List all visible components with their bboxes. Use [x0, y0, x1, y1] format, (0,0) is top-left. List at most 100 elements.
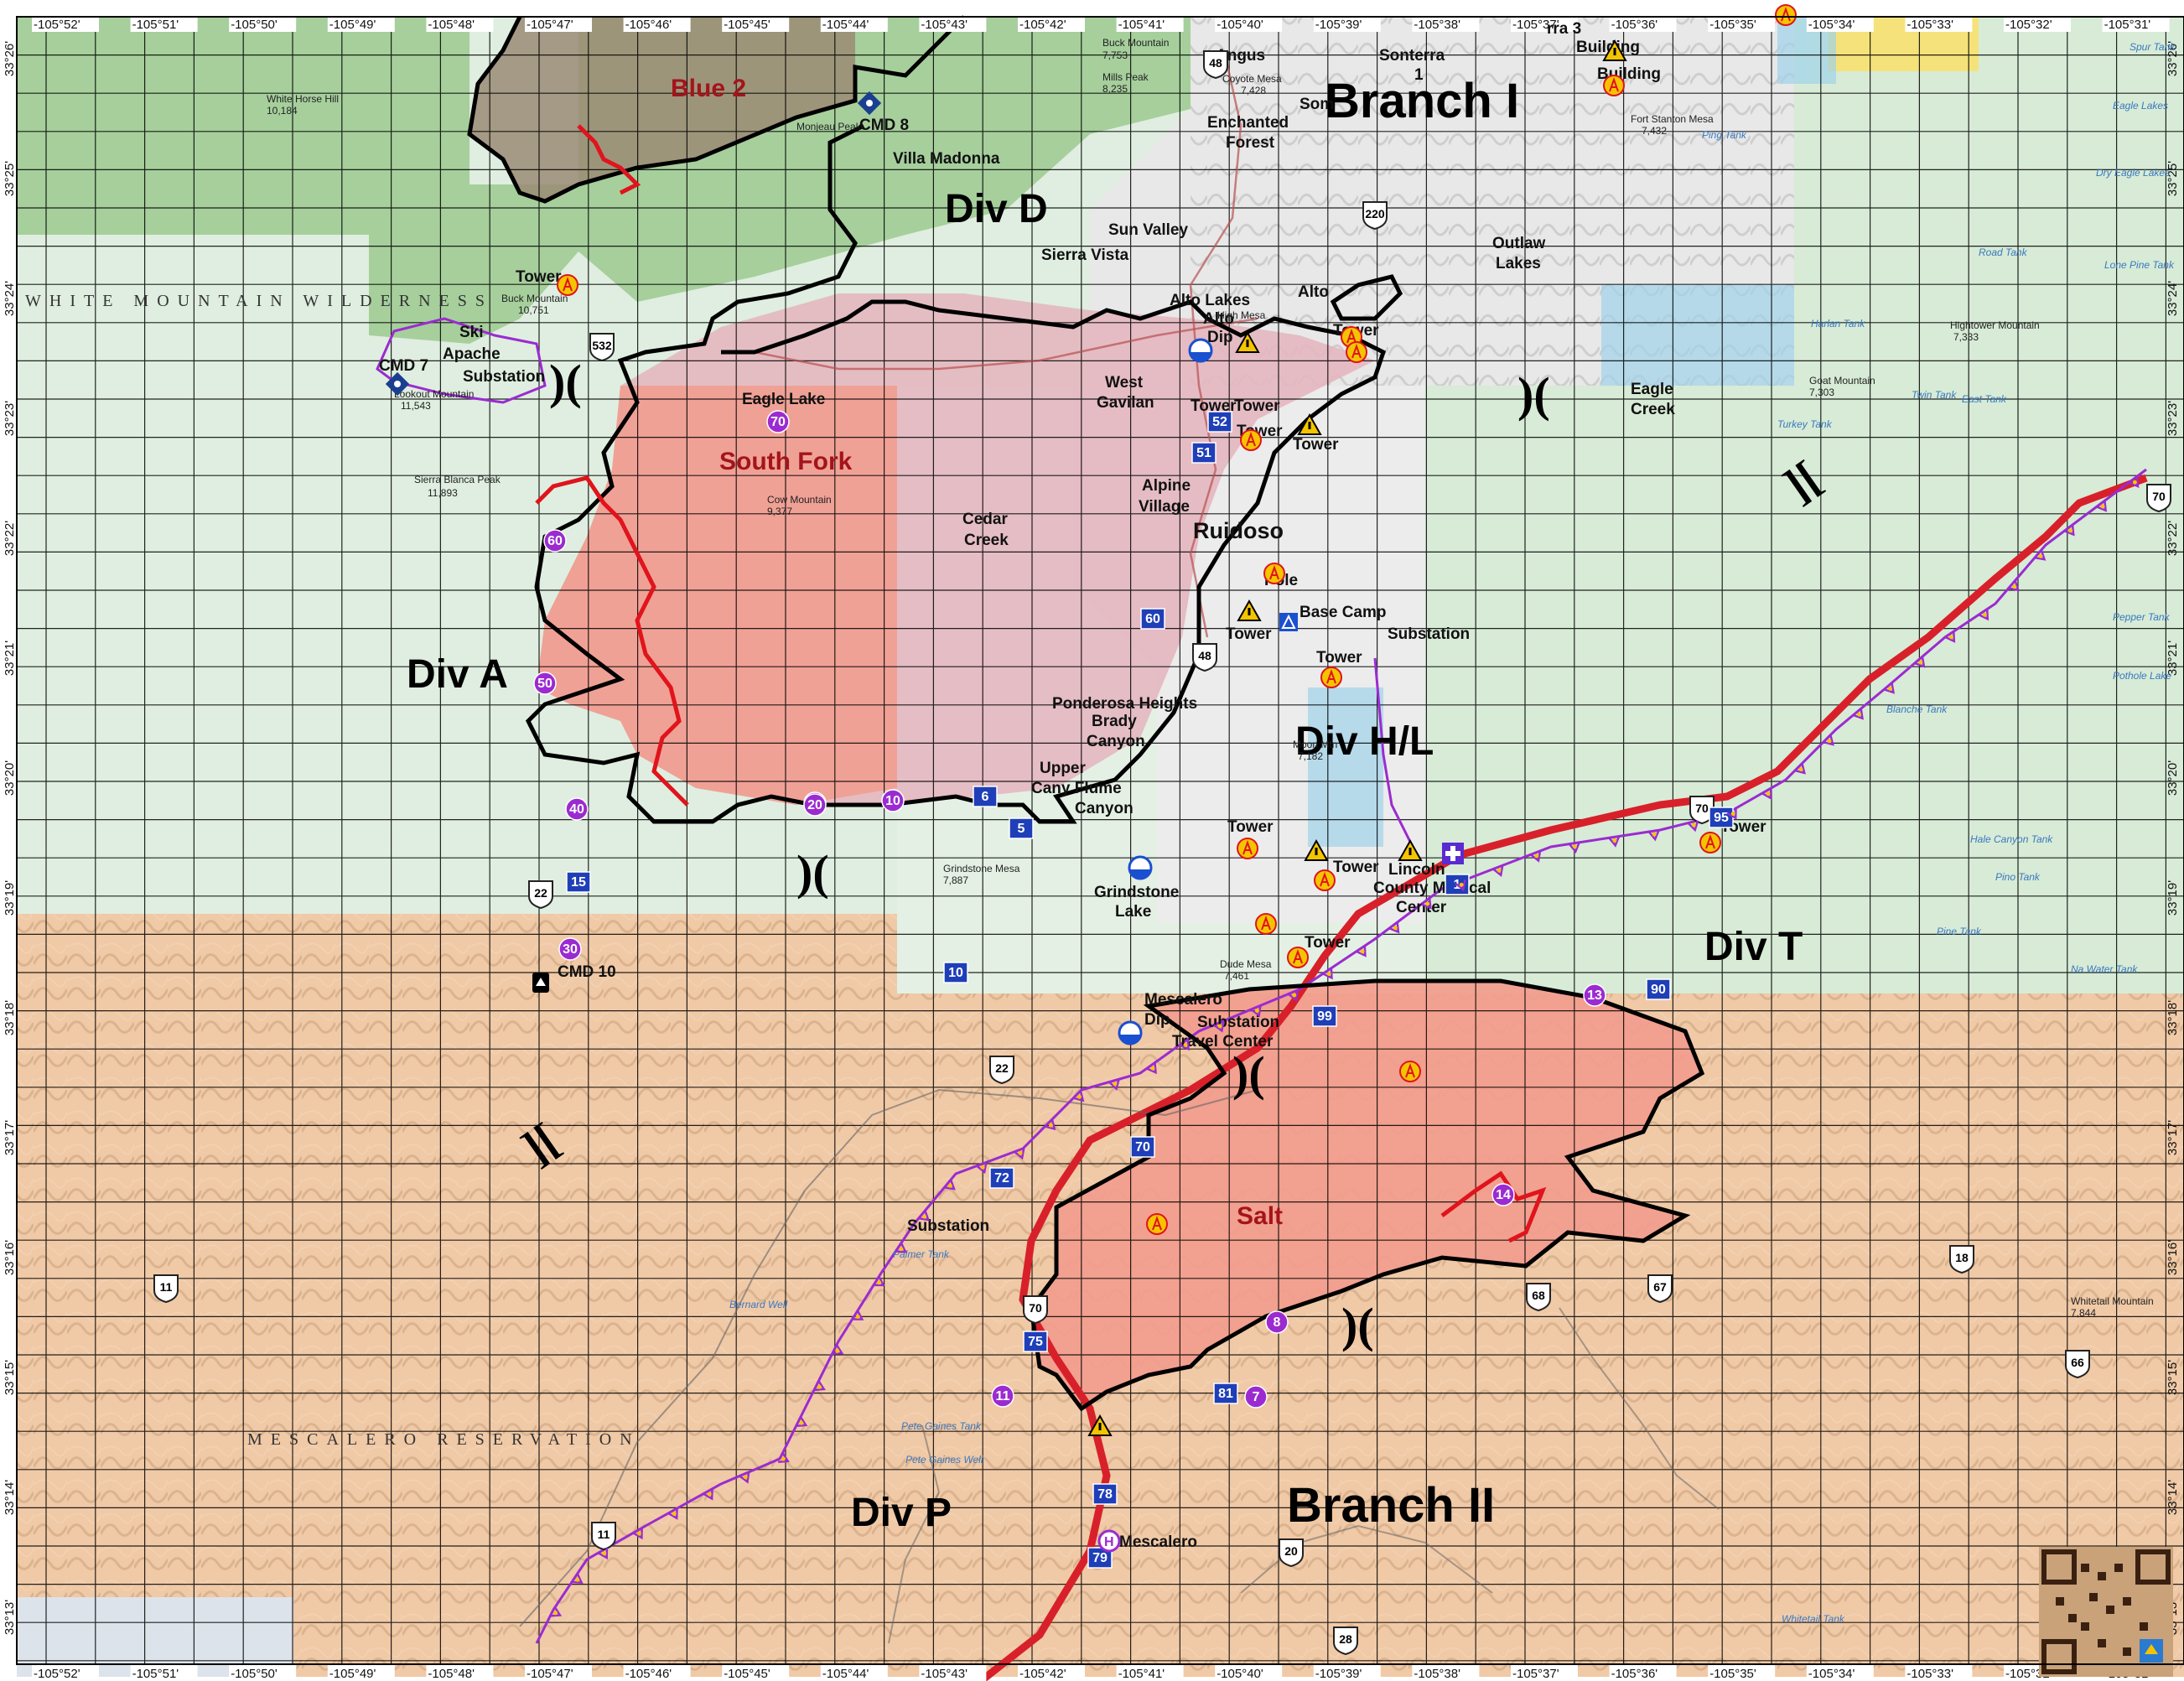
coord-top: -105°35' — [1709, 18, 1756, 32]
drop-point-circle — [881, 789, 905, 812]
place-mescalero: Mescalero — [1119, 1533, 1197, 1551]
contingency-markers: )( )( )( )( )( — [549, 355, 1550, 1352]
powerline-chevron — [2063, 524, 2075, 537]
powerline-dot — [877, 1280, 882, 1285]
route-shield-number: 70 — [2152, 490, 2166, 503]
coord-top: -105°48' — [428, 18, 475, 32]
route-shield-number: 11 — [160, 1280, 173, 1294]
medical-icon — [1442, 843, 1464, 864]
drop-point-box — [1646, 978, 1671, 1000]
coord-right: 33°24' — [2166, 281, 2180, 316]
coord-top: -105°44' — [822, 18, 869, 32]
hazard-icons — [557, 4, 1797, 1436]
drop-point-number: 5 — [1018, 822, 1025, 836]
water-label: Blanche Tank — [1886, 703, 1948, 715]
powerline-dot — [1048, 1123, 1053, 1128]
place-alto-dip: Alto — [1203, 310, 1234, 328]
place-tower-buck: Tower — [516, 268, 562, 286]
coord-bg — [1412, 17, 1480, 32]
peak-goat-mtn-el: 7,303 — [1809, 387, 1834, 398]
coord-bg — [229, 17, 297, 32]
powerline-tick — [571, 1573, 584, 1584]
peak-hightower: Hightower Mountain — [1950, 319, 2040, 331]
place-flume-canyon: Canyon — [1075, 800, 1134, 817]
powerline-ski-apache — [376, 317, 547, 404]
coord-bg — [426, 17, 494, 32]
coord-bg — [1116, 17, 1184, 32]
place-forest: Forest — [1226, 134, 1275, 152]
place-cedar-creek: Creek — [964, 532, 1009, 549]
peak-buck-mtn-2-el: 7,753 — [1102, 49, 1128, 61]
peak-lookout: Lookout Mountain — [394, 388, 474, 400]
powerline-chevron — [571, 1573, 584, 1584]
powerline-dot — [980, 1165, 985, 1170]
place-gavilan: Gavilan — [1097, 394, 1154, 412]
place-cmd8: CMD 8 — [859, 117, 909, 134]
powerline-tick — [1794, 763, 1806, 775]
peak-sierra-blanca-el: 11,893 — [428, 487, 458, 499]
place-tower-gavilan-2: Tower — [1234, 397, 1280, 415]
powerline-tick — [1455, 879, 1466, 892]
top-coordinate-labels: -105°52'-105°51'-105°50'-105°49'-105°48'… — [32, 17, 2170, 32]
powerline-tick — [1883, 682, 1895, 694]
drop-point-circle — [1265, 1310, 1289, 1334]
route-shield-number: 48 — [1198, 649, 1211, 662]
place-tower-gavilan-1: Tower — [1191, 397, 1237, 415]
powerline-chevron — [1914, 656, 1926, 668]
place-grindstone: Grindstone — [1094, 884, 1179, 901]
drop-point-number: 13 — [1587, 988, 1602, 1003]
hazard-icon — [1240, 429, 1262, 451]
local-road-2 — [1189, 49, 1242, 638]
coord-bottom: -105°37' — [1512, 1667, 1559, 1681]
powerline-tick — [739, 1471, 750, 1484]
powerline-chevron — [1014, 1148, 1025, 1160]
powerline-dot — [922, 1214, 927, 1219]
bottom-coordinate-labels: -105°52'-105°51'-105°50'-105°49'-105°48'… — [32, 1664, 2170, 1681]
powerline-tick — [1322, 968, 1333, 980]
wilderness-label: WHITE MOUNTAIN WILDERNESS — [25, 292, 493, 310]
powerline-tick — [667, 1508, 678, 1520]
powerline-tick — [1853, 708, 1865, 720]
coordinate-grid — [17, 16, 2184, 1664]
drop-point-number: 78 — [1097, 1487, 1113, 1502]
coord-bg — [1511, 1664, 1578, 1681]
drop-point-number: 79 — [1092, 1551, 1108, 1565]
coord-bottom: -105°44' — [822, 1667, 869, 1681]
coord-bottom: -105°40' — [1217, 1667, 1263, 1681]
powerline-dot — [636, 1531, 641, 1536]
division-label-div-a: Div A — [407, 652, 508, 697]
drop-point-number: 60 — [1145, 612, 1160, 626]
powerline-tick — [1388, 921, 1400, 934]
hazard-icon — [1287, 947, 1309, 968]
coord-bg — [1806, 1664, 1874, 1681]
powerline-chevron — [1647, 829, 1660, 842]
powerline-dot — [835, 1348, 840, 1353]
route-shield-number: 18 — [1955, 1251, 1969, 1264]
coord-top: -105°50' — [231, 18, 278, 32]
coord-right: 33°14' — [2166, 1480, 2180, 1515]
powerline-tick — [1421, 898, 1432, 910]
hazard-icon — [1320, 667, 1342, 688]
tower-circle — [1346, 341, 1367, 363]
powerline-tick — [2034, 549, 2047, 561]
powerline-chevron — [874, 1275, 885, 1287]
coord-top: -105°34' — [1808, 18, 1855, 32]
powerline-tick — [550, 1606, 563, 1617]
powerline-dot — [1534, 853, 1539, 859]
contingency-marker-3: )( — [1517, 367, 1550, 422]
coord-bg — [1609, 17, 1677, 32]
powerline-tick — [2128, 476, 2140, 488]
drop-point: 60 — [543, 529, 567, 553]
tower-mark — [563, 277, 573, 292]
powerline-chevron — [1944, 631, 1956, 643]
drop-point-number: 8 — [1274, 1315, 1281, 1330]
peak-labels: White Horse Hill 10,184 Buck Mountain 10… — [267, 37, 2154, 1319]
route-shield-number: 532 — [592, 339, 612, 352]
powerline-chevron — [1726, 807, 1737, 820]
coord-left: 33°13' — [3, 1600, 17, 1635]
place-sonterra: Sonterra — [1379, 47, 1445, 65]
drop-point-box — [973, 786, 998, 807]
coord-top: -105°41' — [1118, 18, 1165, 32]
svg-text:H: H — [1104, 1535, 1114, 1549]
water-label: Ping Tank — [1702, 129, 1747, 141]
